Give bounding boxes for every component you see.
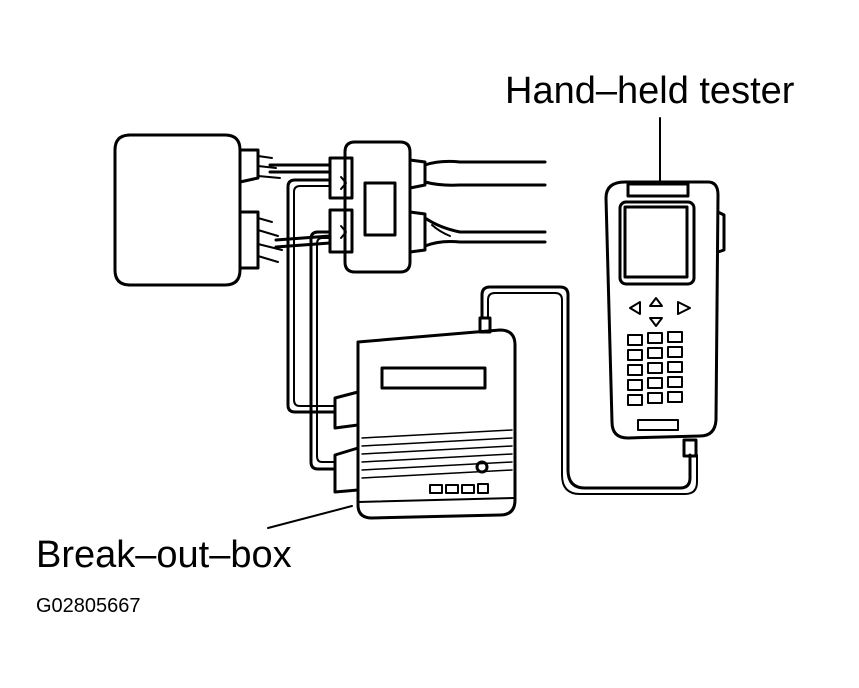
break-out-box-label: Break–out–box: [36, 534, 292, 576]
adapter-leads: [286, 178, 337, 471]
hand-held-tester-label: Hand–held tester: [505, 70, 795, 112]
hand-held-tester-device: [604, 180, 726, 440]
inline-connector: [328, 140, 427, 274]
figure-code: G02805667: [36, 595, 141, 617]
leader-lines: [267, 117, 661, 529]
control-unit: [113, 133, 283, 287]
tester-cable: [478, 285, 698, 495]
break-out-box-device: [333, 328, 517, 520]
main-harness: [423, 159, 547, 248]
harness-wires: [268, 163, 332, 249]
